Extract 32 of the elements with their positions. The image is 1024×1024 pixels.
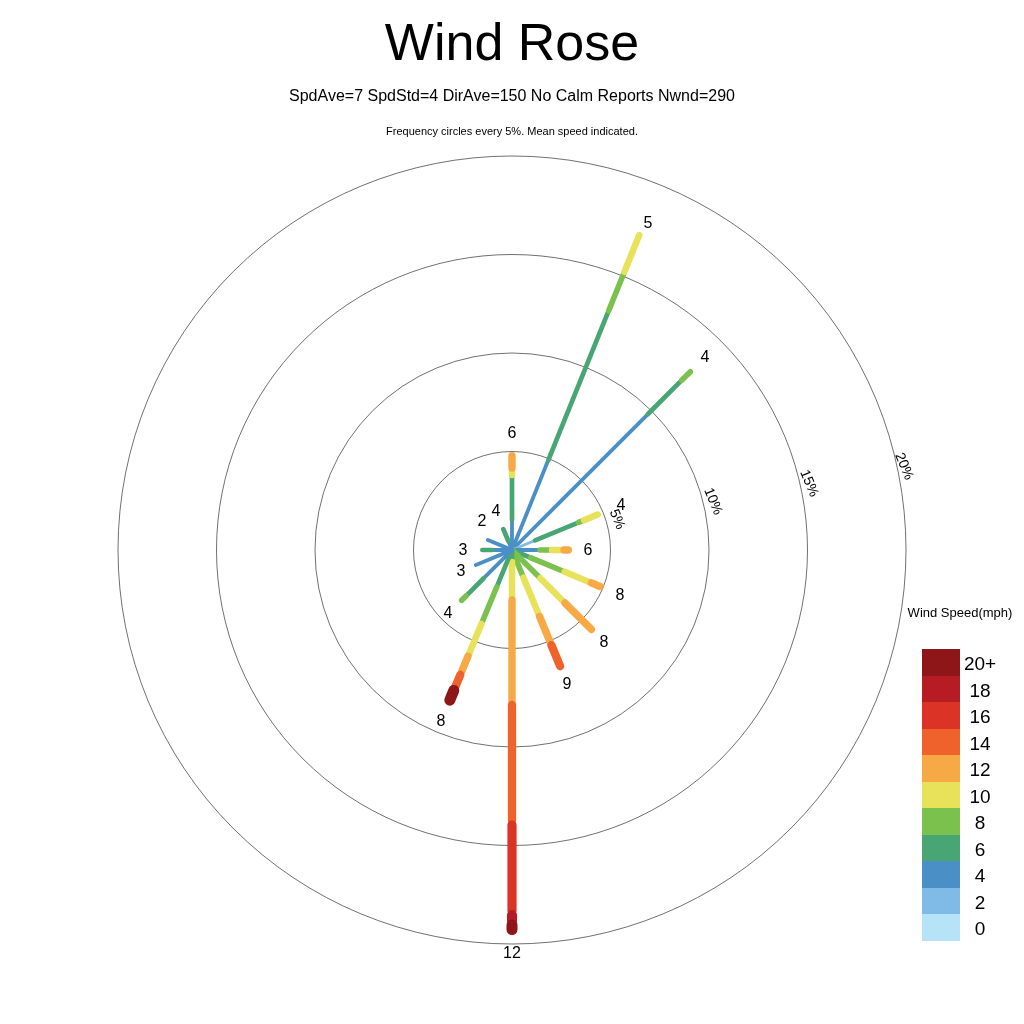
legend-label: 2 <box>974 892 986 911</box>
frequency-ring-label: 15% <box>798 467 822 499</box>
mean-speed-label: 8 <box>436 713 446 729</box>
mean-speed-label: 8 <box>615 587 625 603</box>
mean-speed-label: 4 <box>491 503 501 519</box>
mean-speed-label: 4 <box>700 349 710 365</box>
legend-label: 4 <box>974 865 986 885</box>
mean-speed-label: 5 <box>643 215 653 231</box>
mean-speed-label: 3 <box>456 563 466 579</box>
chart-subtitle: SpdAve=7 SpdStd=4 DirAve=150 No Calm Reports Nwnd=290 <box>289 88 735 104</box>
legend-label: 16 <box>969 706 991 726</box>
chart-title: Wind Rose <box>384 16 640 68</box>
legend-label: 18 <box>969 680 991 699</box>
mean-speed-label: 2 <box>477 513 487 529</box>
legend-label: 8 <box>974 812 986 832</box>
frequency-ring-label: 10% <box>702 485 726 517</box>
mean-speed-label: 6 <box>507 425 517 441</box>
legend-title: Wind Speed(mph) <box>907 605 1013 619</box>
legend-label: 10 <box>969 786 991 805</box>
mean-speed-label: 3 <box>458 542 468 558</box>
mean-speed-label: 8 <box>599 634 609 650</box>
legend-label: 14 <box>969 733 991 752</box>
mean-speed-label: 9 <box>562 676 572 692</box>
mean-speed-label: 6 <box>583 542 593 558</box>
mean-speed-label: 4 <box>443 605 453 621</box>
legend-label: 12 <box>969 759 991 779</box>
legend-label: 6 <box>974 839 986 858</box>
frequency-ring-label: 20% <box>893 450 917 482</box>
legend-label: 0 <box>974 918 986 938</box>
chart-note: Frequency circles every 5%. Mean speed indicated. <box>386 125 638 137</box>
mean-speed-label: 12 <box>503 945 521 961</box>
legend-label: 20+ <box>963 653 997 673</box>
